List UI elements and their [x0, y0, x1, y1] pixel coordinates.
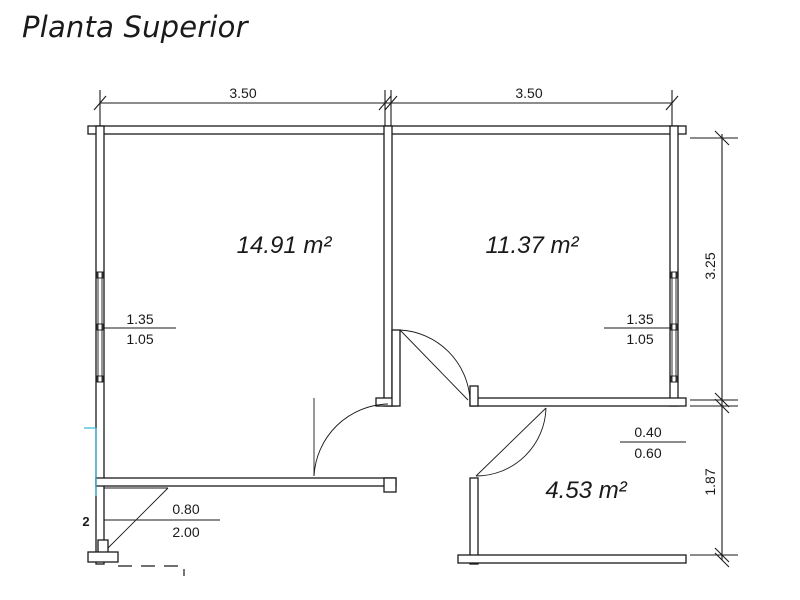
window-right-height: 1.35	[626, 311, 653, 327]
room-bath-area: 4.53 m²	[545, 477, 627, 504]
wall-left-room-bottom	[95, 477, 397, 487]
wall-bath-bottom	[457, 554, 687, 564]
room-right-area: 11.37 m²	[486, 232, 580, 259]
doors	[313, 329, 547, 477]
stair: 2 0.80 2.00	[82, 427, 220, 576]
stair-top: 0.80	[172, 501, 199, 517]
door-jamb-center	[391, 329, 401, 407]
walls	[87, 125, 687, 565]
stair-label: 2	[82, 514, 89, 529]
wall-bath-top-cap	[469, 385, 479, 407]
windows	[96, 271, 678, 383]
plan-title: Planta Superior	[22, 10, 248, 44]
wall-center	[383, 125, 393, 407]
wall-left	[95, 125, 105, 565]
window-bath-height: 0.40	[634, 424, 661, 440]
stair-bottom: 2.00	[172, 524, 199, 540]
room-left-area: 14.91 m²	[237, 232, 333, 259]
window-labels: 1.35 1.05 1.35 1.05 0.40 0.60	[104, 311, 686, 461]
right-dimension: 3.25 1.87	[690, 130, 738, 568]
wall-bath-left	[469, 477, 479, 565]
top-dimension: 3.50 3.50	[93, 85, 679, 128]
window-left-height: 1.35	[126, 311, 153, 327]
wall-right-upper	[669, 125, 679, 407]
window-bath-width: 0.60	[634, 445, 661, 461]
wall-bath-top	[469, 397, 687, 407]
window-right-width: 1.05	[626, 331, 653, 347]
dimension-top-right: 3.50	[515, 85, 542, 101]
dimension-top-left: 3.50	[229, 85, 256, 101]
wall-left-room-bottom-cap	[383, 477, 397, 493]
dimension-right-upper: 3.25	[702, 252, 718, 279]
dimension-right-lower: 1.87	[702, 468, 718, 495]
window-left-width: 1.05	[126, 331, 153, 347]
